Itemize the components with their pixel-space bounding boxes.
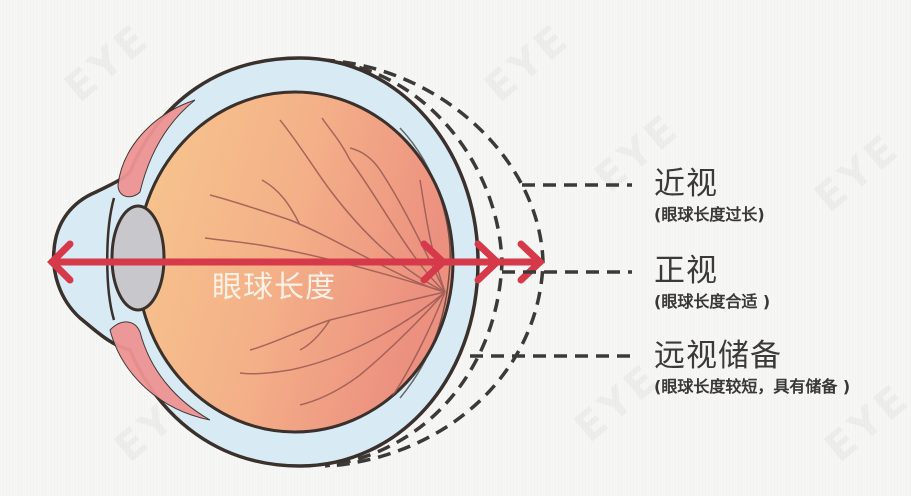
- eye-length-label: 眼球长度: [212, 270, 336, 305]
- lens: [110, 204, 166, 312]
- retinal-vessels: [204, 117, 446, 406]
- label-myopia: 近视 (眼球长度过长): [654, 166, 765, 226]
- label-emmetropia: 正视 (眼球长度合适 ): [654, 253, 770, 313]
- label-myopia-title: 近视: [654, 166, 718, 202]
- label-hyperopia-reserve: 远视储备 (眼球长度较短，具有储备 ): [654, 338, 850, 398]
- label-hyperopia-reserve-title: 远视储备: [654, 338, 782, 374]
- ciliary-body-lower: [109, 321, 211, 421]
- label-leader-lines: [470, 183, 632, 358]
- label-hyperopia-reserve-desc: (眼球长度较短，具有储备 ): [654, 377, 851, 396]
- label-myopia-desc: (眼球长度过长): [654, 205, 765, 224]
- ciliary-body-upper: [117, 99, 196, 198]
- label-emmetropia-desc: (眼球长度合适 ): [654, 292, 771, 311]
- label-emmetropia-title: 正视: [654, 253, 718, 289]
- eye-length-arrow: [47, 240, 546, 284]
